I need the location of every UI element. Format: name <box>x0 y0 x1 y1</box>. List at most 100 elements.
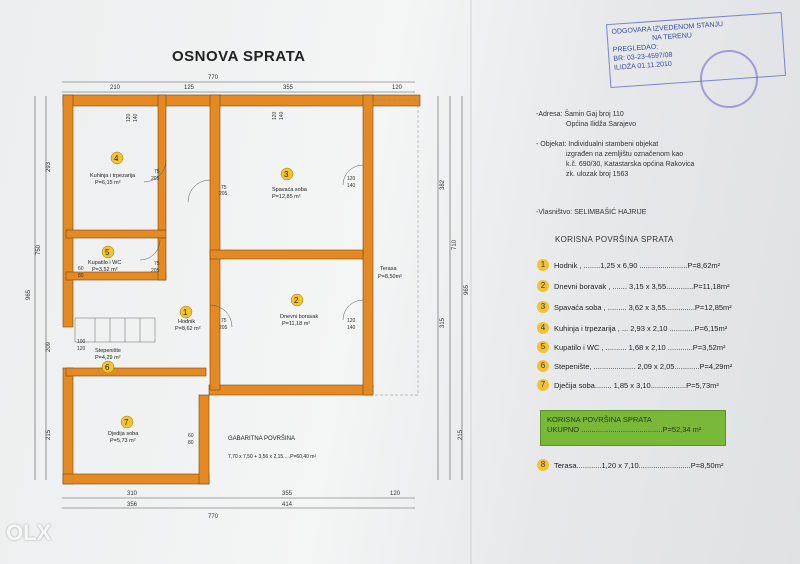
svg-text:75: 75 <box>221 318 227 324</box>
svg-text:60: 60 <box>188 433 194 439</box>
dim-left-293: 293 <box>46 161 52 172</box>
gabarit-title: GABARITNA POVRŠINA <box>228 435 295 442</box>
room-2-name: Dnevni boravak <box>280 314 318 320</box>
svg-text:80: 80 <box>188 440 194 446</box>
total-title: KORISNA POVRŠINA SPRATA <box>547 415 652 424</box>
owner-line: -Vlasništvo: SELIMBAŠIĆ HAJRIJE <box>536 209 647 216</box>
room-3-area: P=12,85 m² <box>272 194 301 200</box>
dim-right-382: 382 <box>440 179 446 190</box>
dim-left-965: 965 <box>26 289 32 300</box>
dim-top-120: 120 <box>392 85 403 91</box>
svg-text:60: 60 <box>78 266 84 272</box>
room-7-name: Djedija soba <box>108 431 139 437</box>
dim-top-210: 210 <box>110 85 121 91</box>
svg-text:100: 100 <box>77 339 86 345</box>
total-value: UKUPNO .................................… <box>547 425 702 434</box>
dim-left-750: 750 <box>36 244 42 255</box>
room-4-number: 4 <box>114 154 119 163</box>
area-text-5: Kupatilo i WC , .......... 1,68 x 2,10 .… <box>554 342 726 352</box>
area-num-1: 1 <box>537 259 549 271</box>
dim-top-355: 355 <box>283 85 294 91</box>
svg-text:120: 120 <box>77 346 86 352</box>
object-line: - Objekat: Individualni stambeni objekat <box>536 141 659 148</box>
svg-text:140: 140 <box>279 111 285 120</box>
round-seal <box>700 50 758 108</box>
address-line: -Adresa: Šamin Gaj broj 110 <box>536 111 624 118</box>
svg-text:80: 80 <box>78 273 84 279</box>
svg-text:120: 120 <box>347 176 356 182</box>
room-6-name: Stepenište <box>95 348 121 354</box>
dim-right-965: 965 <box>464 284 470 295</box>
stairs <box>74 317 156 343</box>
area-text-6: Stepenište, .................... 2,09 x … <box>554 361 733 371</box>
dim-bottom-414: 414 <box>282 502 293 508</box>
svg-text:205: 205 <box>151 268 160 274</box>
svg-text:75: 75 <box>221 185 227 191</box>
address-line-2: Općina Ilidža Sarajevo <box>566 121 637 128</box>
dim-bottom-total: 770 <box>208 514 219 520</box>
area-row-5: 5 Kupatilo i WC , .......... 1,68 x 2,10 … <box>537 340 726 354</box>
total-area-box: KORISNA POVRŠINA SPRATA UKUPNO .........… <box>540 410 726 446</box>
terrace-text: Terasa............1,20 x 7,10...........… <box>554 460 724 470</box>
opening-labels: 120 140 75 205 60 80 100 120 75 205 120 … <box>77 111 356 446</box>
room-number-markers <box>101 151 304 429</box>
room-6-number: 6 <box>105 363 110 372</box>
svg-text:75: 75 <box>154 169 160 175</box>
area-text-4: Kuhinja i trpezarija , ... 2,93 x 2,10 .… <box>554 323 728 333</box>
dim-bottom-310: 310 <box>127 491 138 497</box>
dim-bottom-120: 120 <box>390 491 401 497</box>
area-row-4: 4 Kuhinja i trpezarija , ... 2,93 x 2,10 … <box>537 321 727 335</box>
room-4-name: Kuhinja i trpezarija <box>90 173 136 179</box>
walls <box>62 94 421 485</box>
area-text-7: Dječija soba........ 1,85 x 3,10........… <box>554 380 719 390</box>
room-6-area: P=4,29 m² <box>95 355 121 361</box>
room-5-number: 5 <box>105 248 110 257</box>
plan-title: OSNOVA SPRATA <box>172 48 306 65</box>
room-7-number: 7 <box>124 418 129 427</box>
area-num-5: 5 <box>537 341 549 353</box>
svg-text:75: 75 <box>154 261 160 267</box>
svg-text:120: 120 <box>272 111 278 120</box>
area-row-3: 3 Spavaća soba , ......... 3,62 x 3,55...… <box>537 300 732 314</box>
svg-text:120: 120 <box>126 113 132 122</box>
svg-text:140: 140 <box>133 113 139 122</box>
object-block: - Objekat: Individualni stambeni objekat… <box>536 140 694 180</box>
area-text-3: Spavaća soba , ......... 3,62 x 3,55....… <box>554 302 732 312</box>
room-labels: 4 Kuhinja i trpezarija P=6,15 m² 3 Spava… <box>88 154 402 460</box>
area-row-7: 7 Dječija soba........ 1,85 x 3,10.......… <box>537 378 719 392</box>
terrace-num: 8 <box>537 459 549 471</box>
official-stamp: ODGOVARA IZVEDENOM STANJU NA TERENU PREG… <box>605 11 787 89</box>
svg-text:120: 120 <box>347 318 356 324</box>
dimension-lines <box>34 81 463 509</box>
dim-right-315: 315 <box>440 317 446 328</box>
terrace-label: Terasa <box>380 266 397 272</box>
room-2-number: 2 <box>294 296 299 305</box>
object-line-2: izgrađen na zemljištu označenom kao <box>566 151 684 158</box>
svg-text:140: 140 <box>347 325 356 331</box>
svg-text:205: 205 <box>219 191 228 197</box>
room-3-name: Spavaća soba <box>272 187 308 193</box>
address-block: -Adresa: Šamin Gaj broj 110 Općina Ilidž… <box>536 110 636 130</box>
room-3-number: 3 <box>284 170 289 179</box>
area-num-3: 3 <box>537 301 549 313</box>
svg-text:205: 205 <box>219 325 228 331</box>
room-2-area: P=11,18 m² <box>282 321 310 327</box>
dim-right-215: 215 <box>458 429 464 440</box>
room-5-area: P=3,52 m² <box>92 267 118 273</box>
terrace-outline <box>372 99 419 396</box>
dim-top-125: 125 <box>184 85 195 91</box>
area-num-7: 7 <box>537 379 549 391</box>
svg-text:140: 140 <box>347 183 356 189</box>
paper-fold <box>470 0 472 564</box>
dim-left-209: 209 <box>46 341 52 352</box>
room-1-number: 1 <box>183 308 188 317</box>
object-line-3: k.č. 690/30, Katastarska općina Rakovica <box>566 161 695 168</box>
gabarit-formula: 7,70 x 7,50 + 3,56 x 2,15.....P=60,40 m² <box>228 454 316 460</box>
area-num-4: 4 <box>537 322 549 334</box>
room-1-area: P=8,62 m² <box>175 326 201 332</box>
svg-text:205: 205 <box>151 176 160 182</box>
